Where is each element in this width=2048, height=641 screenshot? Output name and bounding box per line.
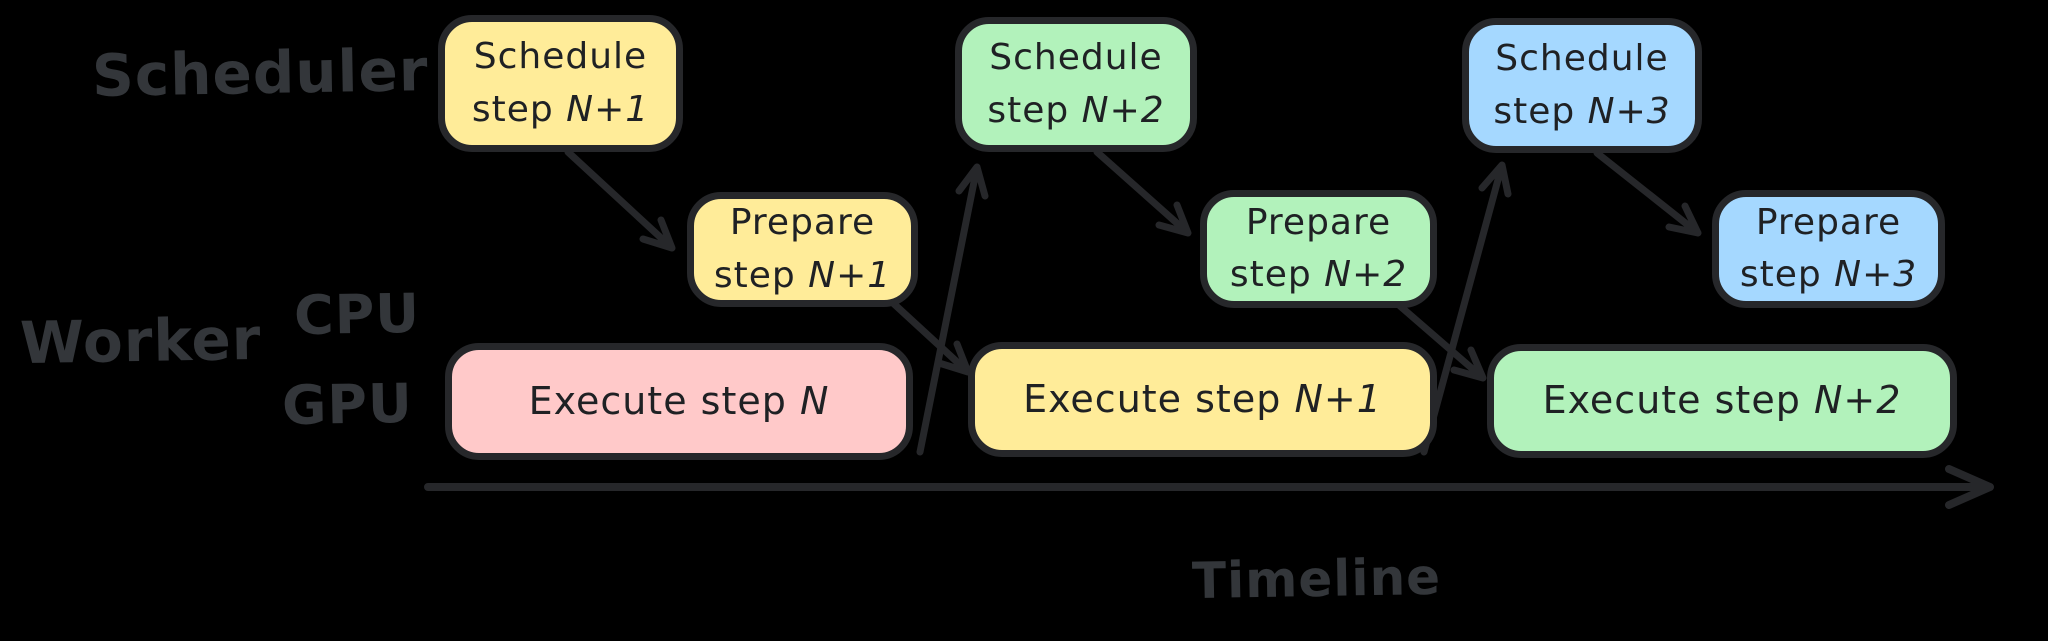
box-execute-step-n+2: Execute step N+2 xyxy=(1487,344,1957,458)
box-label: Prepare step N+2 xyxy=(1229,201,1408,295)
arrow-prepare-n+2-to-execute-n+2 xyxy=(1396,302,1487,382)
box-execute-step-n: Execute step N xyxy=(445,343,913,460)
box-label: Prepare step N+1 xyxy=(713,202,892,296)
arrow-schedule-n+1-to-prepare-n+1 xyxy=(564,148,676,252)
box-label: Schedule step N+2 xyxy=(987,37,1165,131)
box-label: Schedule step N+1 xyxy=(471,36,650,130)
box-label: Execute step N+2 xyxy=(1542,378,1902,423)
box-prepare-step-n+3: Prepare step N+3 xyxy=(1712,190,1945,308)
box-label: Execute step N+1 xyxy=(1023,376,1382,421)
box-prepare-step-n+2: Prepare step N+2 xyxy=(1200,190,1437,308)
arrow-schedule-n+3-to-prepare-n+3 xyxy=(1593,149,1702,237)
timeline-axis-arrow xyxy=(424,465,1994,509)
arrow-execute-n-to-schedule-n+2 xyxy=(916,163,989,456)
arrow-schedule-n+2-to-prepare-n+2 xyxy=(1093,148,1192,237)
box-label: Execute step N xyxy=(528,378,830,423)
box-execute-step-n+1: Execute step N+1 xyxy=(968,342,1437,457)
box-schedule-step-n+1: Schedule step N+1 xyxy=(438,15,683,152)
box-schedule-step-n+3: Schedule step N+3 xyxy=(1462,18,1702,153)
box-prepare-step-n+1: Prepare step N+1 xyxy=(687,192,918,307)
box-schedule-step-n+2: Schedule step N+2 xyxy=(955,17,1197,152)
arrow-execute-n+1-to-schedule-n+3 xyxy=(1420,161,1512,456)
box-label: Prepare step N+3 xyxy=(1739,201,1918,295)
box-label: Schedule step N+3 xyxy=(1493,38,1671,132)
